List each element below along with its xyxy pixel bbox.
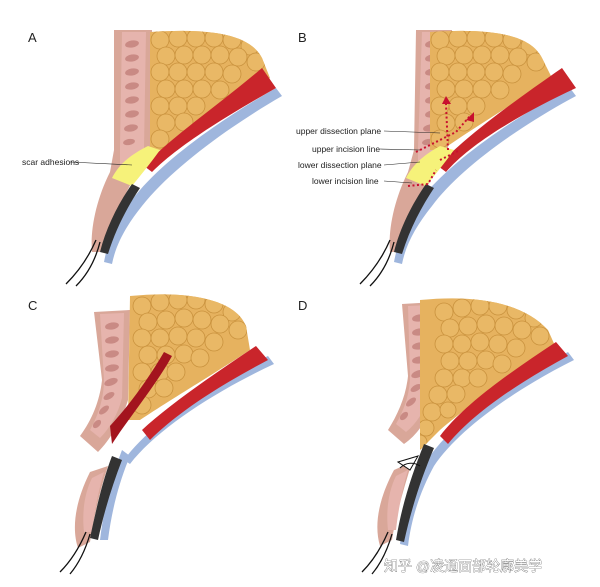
eyelash-icon [59,531,91,575]
tarsus [394,184,434,254]
lower-dissection-path [439,149,461,161]
tarsus [396,444,434,542]
tarsus [100,184,140,254]
orbicularis-muscle [90,313,124,438]
lower-incision-line-label: lower incision line [312,176,379,186]
scar-adhesions [112,146,160,186]
callout-line [379,148,421,151]
panel-b: B [296,30,576,287]
muscle-fibers [123,40,139,146]
levator-aponeurosis [144,68,276,172]
callout-line [383,180,413,184]
conjunctiva-layer [394,88,576,264]
eyelash-icon [361,531,393,575]
panel-a: A [22,30,282,287]
callout-line [383,161,421,166]
upper-dissection-line [445,103,449,151]
panel-d: D [298,298,574,575]
conjunctiva-layer [100,450,130,540]
scar-adhesions-label: scar adhesions [22,157,79,167]
panel-letter-a: A [28,30,37,45]
lower-orbicularis [387,470,408,530]
arrow-head-icon [442,96,451,104]
conjunctiva-layer [124,356,274,464]
upper-incision-path [415,115,471,153]
watermark-text: 知乎 @凌通面部轮廓美学 [384,558,542,574]
eyelash-icon [65,239,101,287]
muscle-fibers [92,322,119,429]
panel-letter-b: B [298,30,307,45]
curved-arrow-icon [110,352,172,444]
panel-letter-d: D [298,298,307,313]
panel-letter-c: C [28,298,37,313]
scar-adhesions [406,146,454,186]
dissection-lines [407,103,471,187]
conjunctiva-layer [104,88,282,264]
lower-orbicularis [83,472,104,532]
eyelash-icon [359,239,395,287]
panel-c: C [28,294,274,575]
arrow-head-icon [466,112,474,122]
callout-line [383,130,441,134]
scar-callout-line [69,161,133,166]
levator-aponeurosis [142,346,268,440]
lower-dissection-plane-label: lower dissection plane [298,160,382,170]
tarsus [90,456,122,540]
levator-aponeurosis [438,68,576,172]
knot-icon [396,455,421,471]
upper-dissection-plane-label: upper dissection plane [296,126,381,136]
upper-incision-line-label: upper incision line [312,144,380,154]
callouts [379,130,441,184]
levator-aponeurosis [440,342,568,444]
